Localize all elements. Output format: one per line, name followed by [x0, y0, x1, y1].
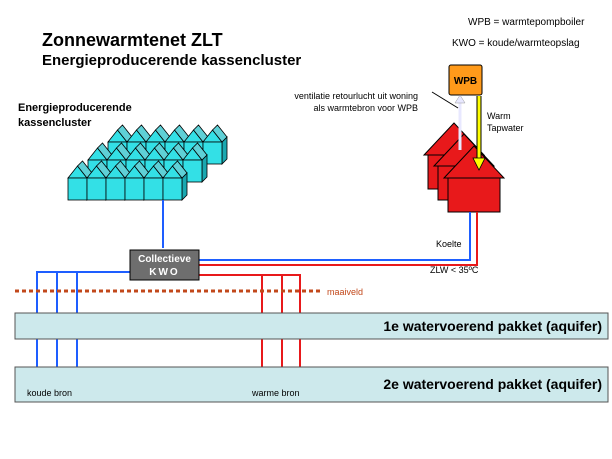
legend-wpb: WPB = warmtepompboiler	[468, 17, 585, 28]
warme-bron-label: warme bron	[251, 388, 300, 398]
houses-group	[422, 122, 506, 213]
warm-pipe-houses	[183, 212, 478, 266]
tapwater-label-line1: Warm	[487, 111, 511, 121]
page-subtitle: Energieproducerende kassencluster	[42, 52, 301, 69]
aquifer-1-label: 1e watervoerend pakket (aquifer)	[383, 318, 602, 334]
legend-kwo: KWO = koude/warmteopslag	[452, 38, 580, 49]
wpb-box	[448, 64, 483, 96]
greenhouse-module	[143, 160, 169, 201]
aquifer-2-label: 2e watervoerend pakket (aquifer)	[383, 376, 602, 392]
tapwater-arrow-head	[472, 157, 486, 171]
greenhouse-module	[202, 124, 228, 165]
page-title: Zonnewarmtenet ZLT	[42, 30, 223, 50]
cluster-label-line2: kassencluster	[18, 117, 92, 129]
tapwater-label-line2: Tapwater	[487, 123, 524, 133]
kwo-label-line2: KWO	[149, 267, 179, 278]
ventilation-callout-line	[431, 91, 459, 109]
aquifer-1	[14, 312, 609, 340]
cluster-label-line1: Energieproducerende	[18, 102, 132, 114]
ventilation-note-line2: als warmtebron voor WPB	[313, 103, 418, 113]
koude-bron-label: koude bron	[27, 388, 72, 398]
greenhouse-module	[162, 160, 188, 201]
wpb-label: WPB	[454, 76, 477, 87]
cold-main-pipe	[36, 271, 130, 385]
ventilation-arrow-head	[454, 94, 466, 104]
greenhouse-module	[67, 160, 93, 201]
kwo-box	[129, 249, 200, 281]
zlw-label: ZLW < 35ºC	[430, 265, 479, 275]
cold-pipe-houses	[183, 212, 471, 261]
maaiveld-label: maaiveld	[327, 287, 363, 297]
aquifer-2	[14, 366, 609, 403]
koelte-label: Koelte	[436, 239, 462, 249]
kwo-label-line1: Collectieve	[138, 254, 191, 265]
ventilation-note-line1: ventilatie retourlucht uit woning	[294, 91, 418, 101]
greenhouse-module	[182, 142, 208, 183]
greenhouse-cluster	[67, 124, 228, 201]
house-front	[442, 145, 506, 213]
